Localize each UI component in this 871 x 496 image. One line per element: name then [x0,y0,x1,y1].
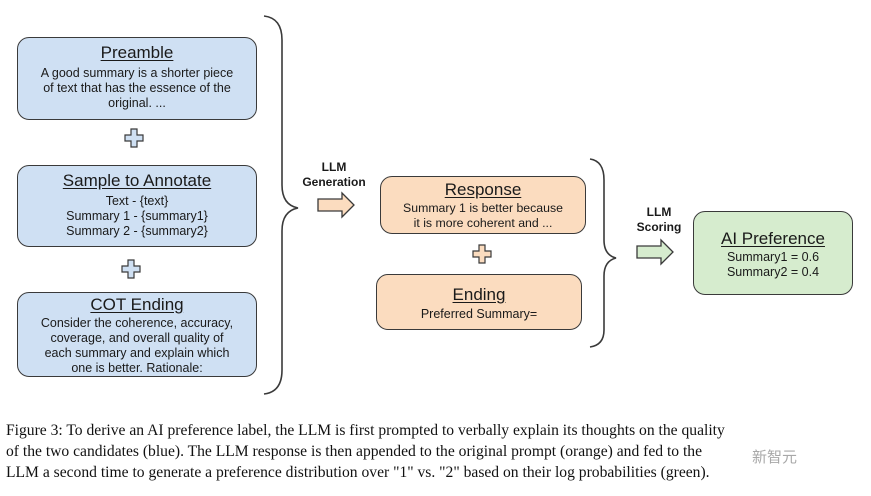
sample-line: Summary 1 - {summary1} [66,209,208,223]
ai-preference-line: Summary1 = 0.6 [726,250,820,264]
llm-generation-label: LLM Generation [296,160,372,190]
ending-title: Ending [452,285,506,304]
cot-line: Consider the coherence, accuracy, [40,316,234,330]
response-box: Response Summary 1 is better because it … [380,176,586,234]
ai-preference-box: AI Preference Summary1 = 0.6 Summary2 = … [693,211,853,295]
plus-icon [472,244,492,264]
ending-line: Preferred Summary= [420,307,538,321]
cot-line: each summary and explain which [44,346,230,360]
caption-line: LLM a second time to generate a preferen… [6,464,710,481]
figure-caption: Figure 3: To derive an AI preference lab… [6,420,868,483]
ai-preference-title: AI Preference [721,229,825,248]
preamble-box: Preamble A good summary is a shorter pie… [17,37,257,120]
preamble-title: Preamble [100,43,174,62]
cot-ending-box: COT Ending Consider the coherence, accur… [17,292,257,377]
cot-line: one is better. Rationale: [71,361,203,375]
response-line: it is more coherent and ... [413,216,553,230]
ending-text: Preferred Summary= [377,307,581,322]
response-text: Summary 1 is better because it is more c… [381,201,585,231]
generation-label-line: LLM [321,160,347,174]
plus-icon [124,128,144,148]
preamble-line: A good summary is a shorter piece [40,66,234,80]
ai-preference-line: Summary2 = 0.4 [726,265,820,279]
scoring-arrow [636,238,674,266]
preamble-line: original. ... [108,96,166,110]
llm-scoring-label: LLM Scoring [628,205,690,235]
ending-box: Ending Preferred Summary= [376,274,582,330]
watermark: 新智元 [752,448,798,466]
response-title: Response [444,180,522,199]
ai-preference-text: Summary1 = 0.6 Summary2 = 0.4 [694,250,852,280]
scoring-label-line: Scoring [636,220,682,234]
sample-line: Text - {text} [105,194,169,208]
preamble-line: of text that has the essence of the [43,81,231,95]
cot-line: coverage, and overall quality of [50,331,224,345]
sample-text: Text - {text} Summary 1 - {summary1} Sum… [18,194,256,239]
generation-arrow [317,191,355,219]
sample-line: Summary 2 - {summary2} [66,224,208,238]
preamble-text: A good summary is a shorter piece of tex… [18,66,256,111]
cot-ending-text: Consider the coherence, accuracy, covera… [18,316,256,376]
middle-brace [589,158,617,348]
left-brace [263,15,299,395]
plus-icon [121,259,141,279]
cot-ending-title: COT Ending [90,295,184,314]
sample-box: Sample to Annotate Text - {text} Summary… [17,165,257,247]
scoring-label-line: LLM [646,205,672,219]
response-line: Summary 1 is better because [403,201,563,215]
caption-line: of the two candidates (blue). The LLM re… [6,443,703,460]
caption-line: Figure 3: To derive an AI preference lab… [6,422,725,439]
generation-label-line: Generation [302,175,366,189]
sample-title: Sample to Annotate [62,171,212,190]
